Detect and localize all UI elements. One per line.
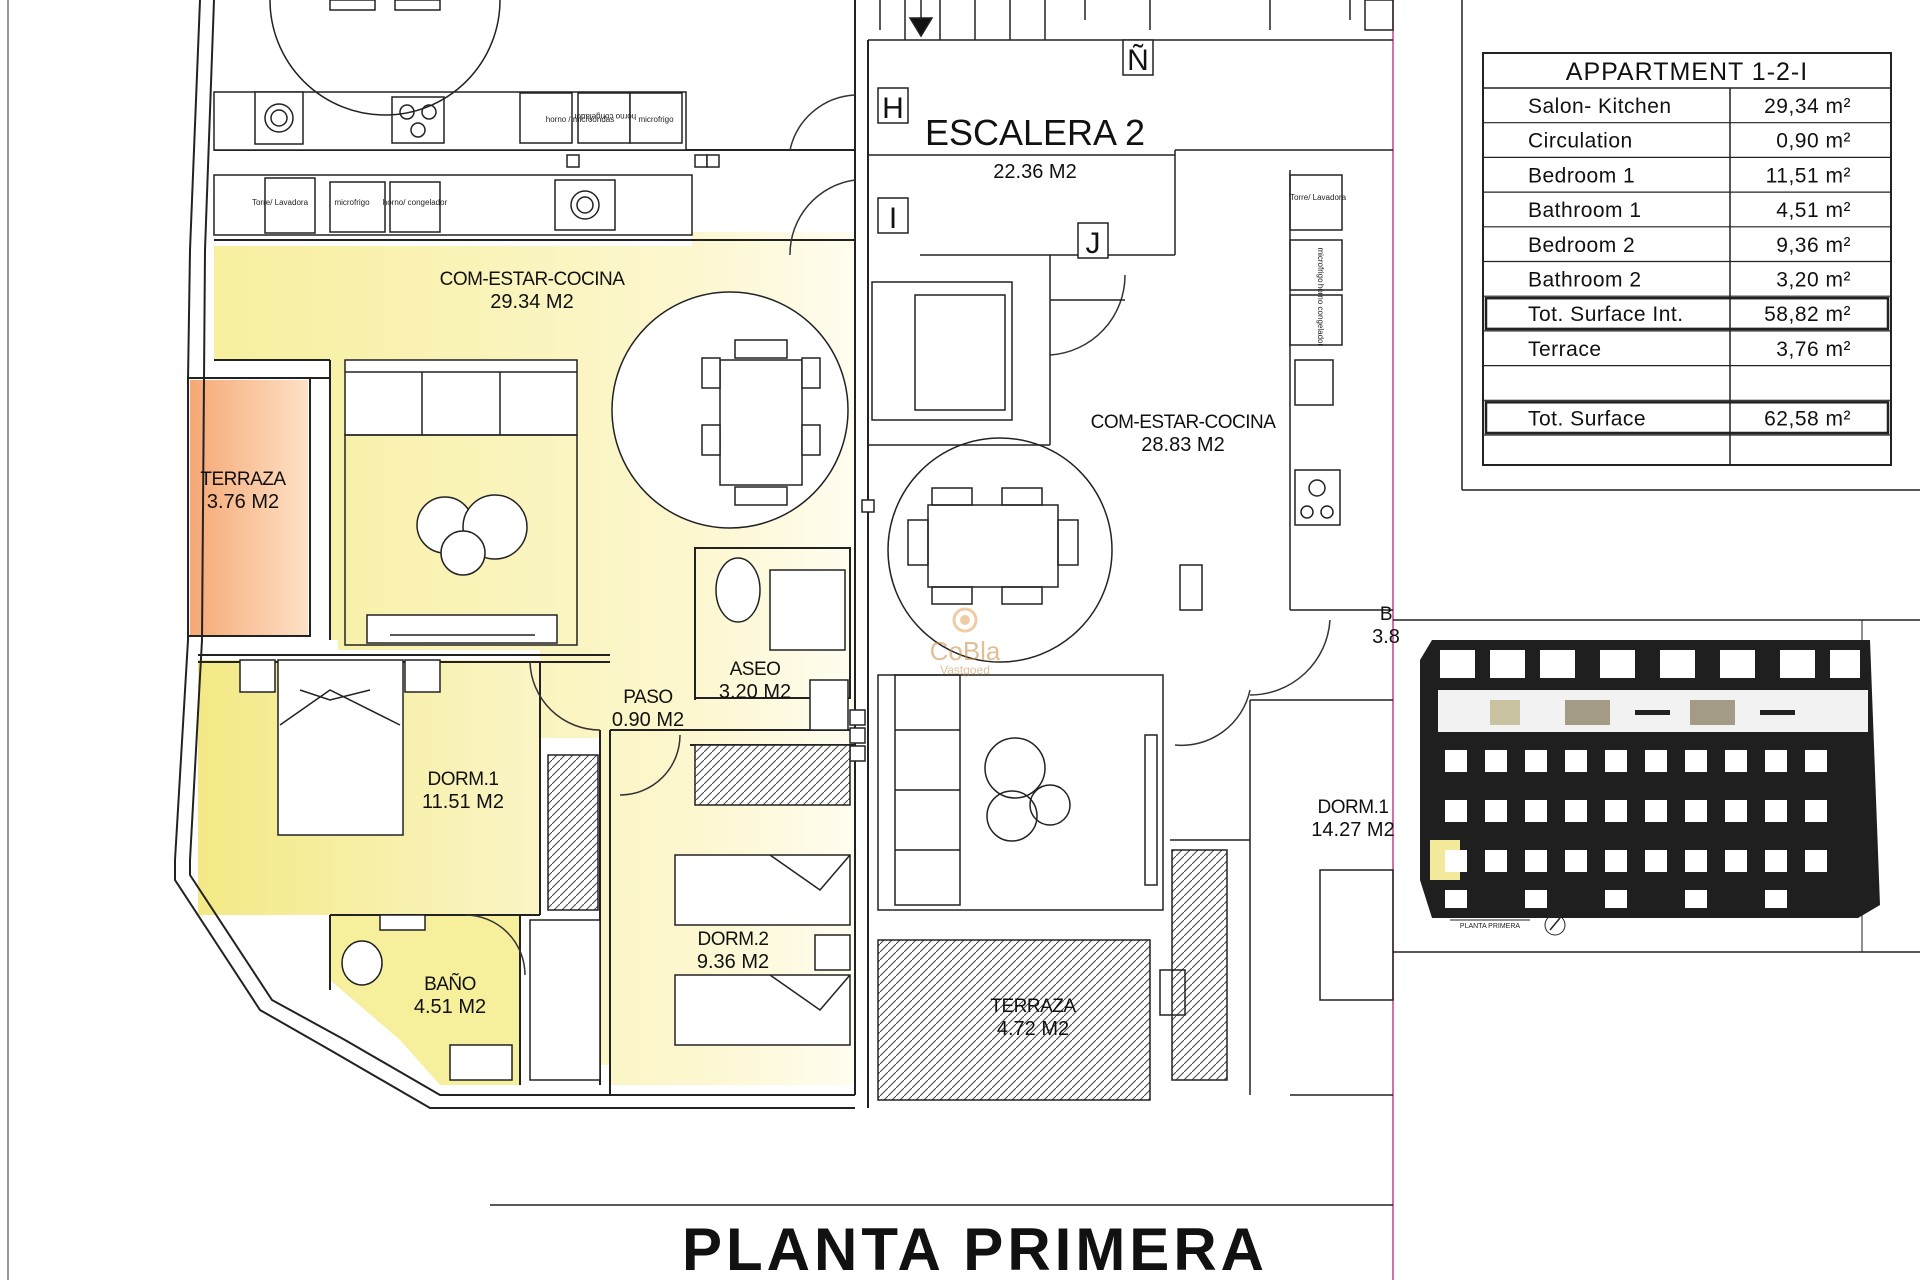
sheet-frame xyxy=(7,0,1394,1280)
aseo-fixtures xyxy=(715,499,875,762)
svg-text:microfrigo: microfrigo xyxy=(638,115,674,124)
table-cell-label: Circulation xyxy=(1528,130,1633,153)
svg-text:CoBla: CoBla xyxy=(930,636,1001,666)
table-title: APPARTMENT 1-2-I xyxy=(1566,58,1808,86)
table-cell-label: Salon- Kitchen xyxy=(1528,95,1672,118)
top-dining-table xyxy=(269,0,501,116)
dorm1-name: DORM.1 xyxy=(428,769,499,790)
dorm2-area: 9.36 M2 xyxy=(697,951,769,973)
dorm1-right-area: 14.27 M2 xyxy=(1311,819,1394,841)
svg-text:Torre/ Lavadora: Torre/ Lavadora xyxy=(252,198,309,207)
svg-text:I: I xyxy=(889,202,897,235)
dorm1-area: 11.51 M2 xyxy=(422,791,504,813)
svg-text:horno congelador: horno congelador xyxy=(1316,284,1325,347)
terrace-left-fill xyxy=(190,380,308,635)
living-furniture xyxy=(344,291,849,646)
paso-name: PASO xyxy=(623,687,672,708)
stair-area: 22.36 M2 xyxy=(993,161,1076,183)
table-total-box xyxy=(1484,296,1890,331)
table-total-box xyxy=(1484,401,1890,435)
dorm2-furniture xyxy=(674,744,851,1046)
dorm1-bed xyxy=(239,659,599,911)
table-cell-value: 4,51 m² xyxy=(1776,199,1851,222)
svg-text:microfrigo: microfrigo xyxy=(1316,247,1325,283)
bano-area: 4.51 M2 xyxy=(414,996,486,1018)
table-cell-label: Tot. Surface xyxy=(1528,407,1646,430)
plan-title: PLANTA PRIMERA xyxy=(682,1216,1268,1280)
table-cell-value: 9,36 m² xyxy=(1776,234,1851,257)
table-cell-value: 11,51 m² xyxy=(1766,164,1851,187)
room-labels: ESCALERA 2 22.36 M2 COM-ESTAR-COCINA 29.… xyxy=(200,112,1400,1040)
bano-name: BAÑO xyxy=(424,973,476,995)
appliance-labels: horno / microondas horno congelador micr… xyxy=(252,112,1347,346)
stair-name: ESCALERA 2 xyxy=(925,112,1145,153)
svg-text:horno/ congelador: horno/ congelador xyxy=(383,198,448,207)
terrace-mid-name: TERRAZA xyxy=(990,996,1076,1017)
key-plan: PLANTA PRIMERA xyxy=(1393,619,1920,953)
svg-text:horno congelador: horno congelador xyxy=(574,112,637,121)
dorm2-name: DORM.2 xyxy=(698,929,769,950)
key-plan-building xyxy=(1420,640,1880,918)
door-swings xyxy=(464,94,1331,976)
cobla-watermark: CoBla Vastgoed xyxy=(930,607,1001,677)
bano-fixtures xyxy=(341,914,601,1081)
cut-right-area: 3.8 xyxy=(1372,626,1400,648)
dorm1-right-name: DORM.1 xyxy=(1318,797,1389,818)
right-apartment xyxy=(868,0,1394,1101)
living-right-area: 28.83 M2 xyxy=(1141,434,1224,456)
svg-text:J: J xyxy=(1086,227,1101,260)
aseo-area: 3.20 M2 xyxy=(719,681,791,703)
key-plan-caption: PLANTA PRIMERA xyxy=(1460,923,1520,930)
stair-section xyxy=(868,0,1175,156)
table-cell-value: 3,20 m² xyxy=(1776,269,1851,292)
plan-title-block: PLANTA PRIMERA xyxy=(490,1204,1393,1283)
table-cell-label: Tot. Surface Int. xyxy=(1528,303,1684,326)
kitchen-top-row xyxy=(213,91,720,168)
svg-text:Torre/ Lavadora: Torre/ Lavadora xyxy=(1290,193,1347,202)
living-name: COM-ESTAR-COCINA xyxy=(440,269,626,290)
table-cell-value: 0,90 m² xyxy=(1776,130,1851,153)
aseo-name: ASEO xyxy=(730,659,781,680)
terrace-left-name: TERRAZA xyxy=(200,469,286,490)
table-cell-value: 58,82 m² xyxy=(1764,303,1851,326)
table-cell-value: 29,34 m² xyxy=(1764,95,1851,118)
svg-text:microfrigo: microfrigo xyxy=(334,198,370,207)
table-cell-value: 62,58 m² xyxy=(1764,407,1851,430)
terrace-left-area: 3.76 M2 xyxy=(207,491,279,513)
table-cell-label: Terrace xyxy=(1528,338,1602,361)
terrace-mid-area: 4.72 M2 xyxy=(997,1018,1069,1040)
living-right-name: COM-ESTAR-COCINA xyxy=(1091,412,1277,433)
svg-text:Ñ: Ñ xyxy=(1127,43,1149,77)
table-cell-value: 3,76 m² xyxy=(1776,338,1851,361)
living-area: 29.34 M2 xyxy=(490,291,573,313)
svg-text:H: H xyxy=(882,92,904,125)
kitchen-second-row xyxy=(213,174,693,236)
cut-right-name: B xyxy=(1380,604,1392,625)
svg-text:Vastgoed: Vastgoed xyxy=(940,663,990,677)
paso-area: 0.90 M2 xyxy=(612,709,684,731)
table-cell-label: Bathroom 1 xyxy=(1528,199,1642,222)
svg-text:horno / microondas: horno / microondas xyxy=(546,115,614,124)
table-cell-label: Bedroom 2 xyxy=(1528,234,1635,257)
surface-table: APPARTMENT 1-2-I Salon- Kitchen 29,34 m² C… xyxy=(1461,0,1920,491)
stair-markers: Ñ H I J xyxy=(877,39,1154,260)
table-cell-label: Bathroom 2 xyxy=(1528,269,1642,292)
table-cell-label: Bedroom 1 xyxy=(1528,164,1635,187)
